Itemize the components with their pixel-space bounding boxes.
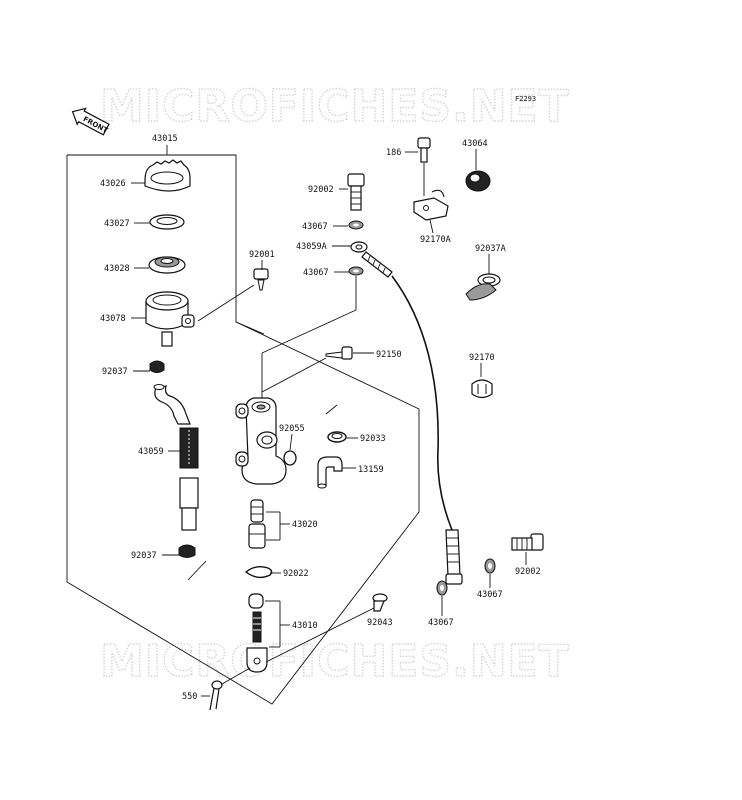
label-92002-bottom: 92002 — [515, 567, 541, 577]
clamp-92037-bottom — [178, 544, 196, 558]
screw-92150 — [325, 346, 353, 360]
bolt-92002-bottom — [511, 533, 544, 551]
label-43059A: 43059A — [296, 242, 327, 252]
circlip-92033 — [327, 431, 347, 443]
label-43020: 43020 — [292, 520, 318, 530]
label-43059: 43059 — [138, 447, 164, 457]
assembly-frame — [66, 145, 420, 705]
label-92001: 92001 — [249, 250, 275, 260]
label-13159: 13159 — [358, 465, 384, 475]
reservoir-43078 — [145, 291, 195, 347]
hose-43059 — [153, 384, 199, 531]
diaphragm-43028 — [148, 256, 186, 274]
cotter-pin-550 — [209, 680, 223, 711]
watermark-bottom: MICROFICHES.NET — [100, 636, 570, 687]
grommet-43064 — [465, 170, 491, 192]
clamp-92037-top — [149, 360, 165, 373]
pin-92043 — [372, 593, 388, 612]
bracket-92170A — [413, 189, 449, 221]
label-92150: 92150 — [376, 350, 402, 360]
label-186: 186 — [386, 148, 401, 158]
label-43027: 43027 — [104, 219, 130, 229]
screw-92001 — [253, 268, 269, 291]
bolt-92002-top — [347, 173, 365, 211]
joint-13159 — [317, 456, 343, 489]
label-92043: 92043 — [367, 618, 393, 628]
bolt-186 — [417, 137, 431, 163]
label-92033: 92033 — [360, 434, 386, 444]
label-43067-c: 43067 — [477, 590, 503, 600]
label-43026: 43026 — [100, 179, 126, 189]
piston-43020 — [248, 499, 266, 549]
clamp-92037A — [465, 273, 501, 301]
circlip-92022 — [244, 565, 273, 579]
master-cylinder-body — [235, 397, 287, 485]
label-43067-d: 43067 — [428, 618, 454, 628]
brake-line — [361, 251, 463, 585]
label-43028: 43028 — [104, 264, 130, 274]
label-92037-bottom: 92037 — [131, 551, 157, 561]
watermark-top: MICROFICHES.NET — [100, 81, 570, 132]
push-rod-43010 — [246, 593, 268, 673]
label-92170: 92170 — [469, 353, 495, 363]
label-92170A: 92170A — [420, 235, 451, 245]
reservoir-cap-43026 — [144, 159, 191, 192]
label-92037A: 92037A — [475, 244, 506, 254]
label-43064: 43064 — [462, 139, 488, 149]
o-ring-92055 — [283, 450, 297, 466]
label-43067-a: 43067 — [302, 222, 328, 232]
label-550: 550 — [182, 692, 197, 702]
figure-code: F2293 — [515, 95, 536, 103]
label-92002-top: 92002 — [308, 185, 334, 195]
label-92037-top: 92037 — [102, 367, 128, 377]
plate-43027 — [149, 214, 185, 230]
label-43078: 43078 — [100, 314, 126, 324]
label-43067-b: 43067 — [303, 268, 329, 278]
label-43010: 43010 — [292, 621, 318, 631]
label-92055: 92055 — [279, 424, 305, 434]
label-43015: 43015 — [152, 134, 178, 144]
clamp-92170 — [471, 379, 493, 399]
label-92022: 92022 — [283, 569, 309, 579]
